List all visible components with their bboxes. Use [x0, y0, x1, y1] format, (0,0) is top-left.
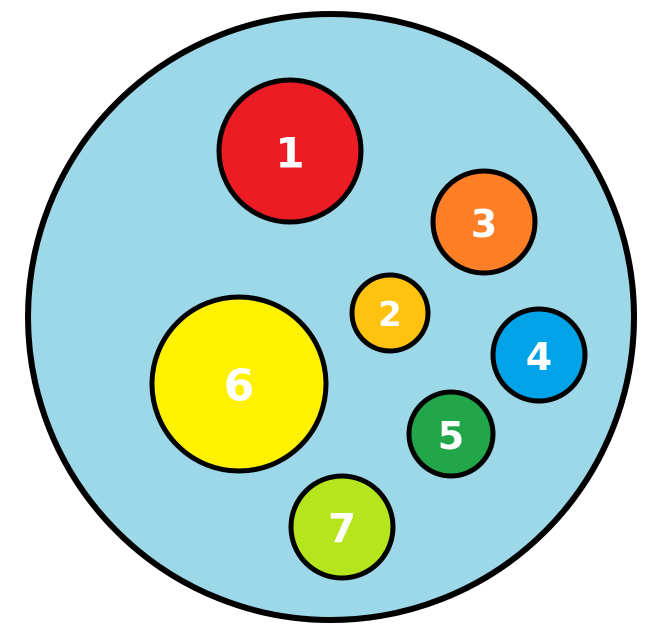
circle-6-label: 6	[224, 361, 255, 412]
circle-4: 4	[490, 306, 588, 404]
circle-3-shape	[430, 168, 538, 276]
circle-1-label: 1	[275, 129, 304, 178]
circle-6-shape	[149, 294, 329, 474]
circle-1-shape	[216, 77, 364, 225]
circle-6: 6	[149, 294, 329, 474]
circle-4-label: 4	[526, 335, 552, 379]
circle-3: 3	[430, 168, 538, 276]
outer-circle	[25, 11, 637, 623]
circle-7: 7	[288, 473, 396, 581]
circle-5: 5	[406, 389, 496, 479]
circle-2-label: 2	[378, 295, 402, 335]
circle-3-label: 3	[471, 202, 497, 246]
circle-1: 1	[216, 77, 364, 225]
circle-7-label: 7	[328, 506, 356, 552]
circle-7-shape	[288, 473, 396, 581]
circle-2-shape	[349, 272, 431, 354]
circle-5-label: 5	[438, 414, 464, 458]
circle-5-shape	[406, 389, 496, 479]
circle-2: 2	[349, 272, 431, 354]
circle-4-shape	[490, 306, 588, 404]
inner-circles-group: 1 2 3 4 5 6 7	[149, 77, 588, 581]
